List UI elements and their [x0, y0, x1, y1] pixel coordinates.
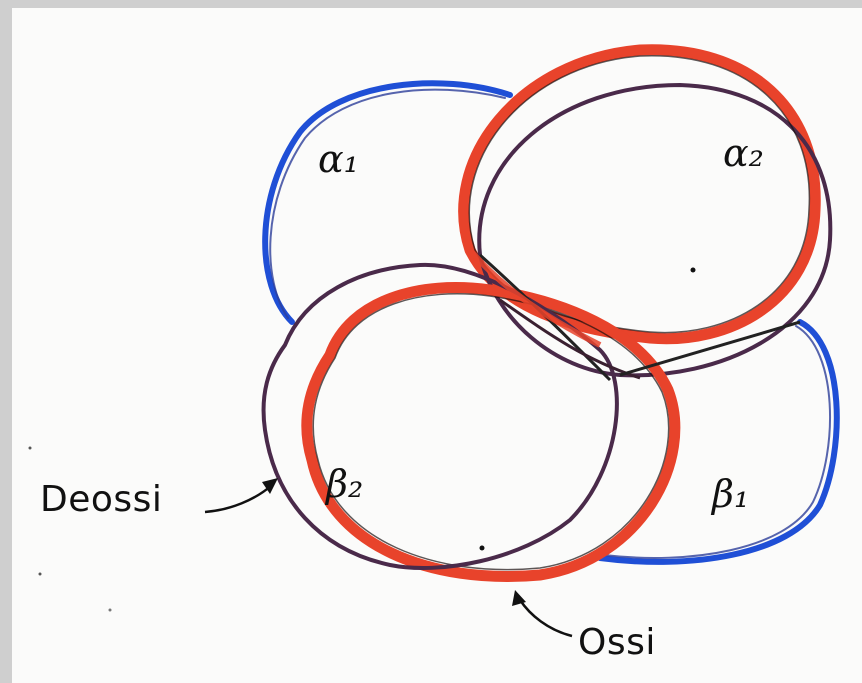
label-alpha1: α₁ [318, 140, 359, 178]
label-alpha2: α₂ [723, 134, 764, 172]
deoxy-arrow-line [205, 485, 272, 512]
label-oxy: Ossi [578, 625, 656, 661]
oxy-arrow-line [520, 600, 572, 636]
label-beta2: β₂ [326, 465, 363, 503]
ink-dot [109, 609, 112, 612]
ink-dot [480, 546, 485, 551]
ink-dot [39, 573, 42, 576]
label-deoxy: Deossi [40, 482, 162, 518]
ink-dot [29, 447, 32, 450]
beta2-oxy-red-outline [307, 288, 675, 577]
label-beta1: β₁ [712, 475, 749, 513]
ink-dot [691, 268, 696, 273]
